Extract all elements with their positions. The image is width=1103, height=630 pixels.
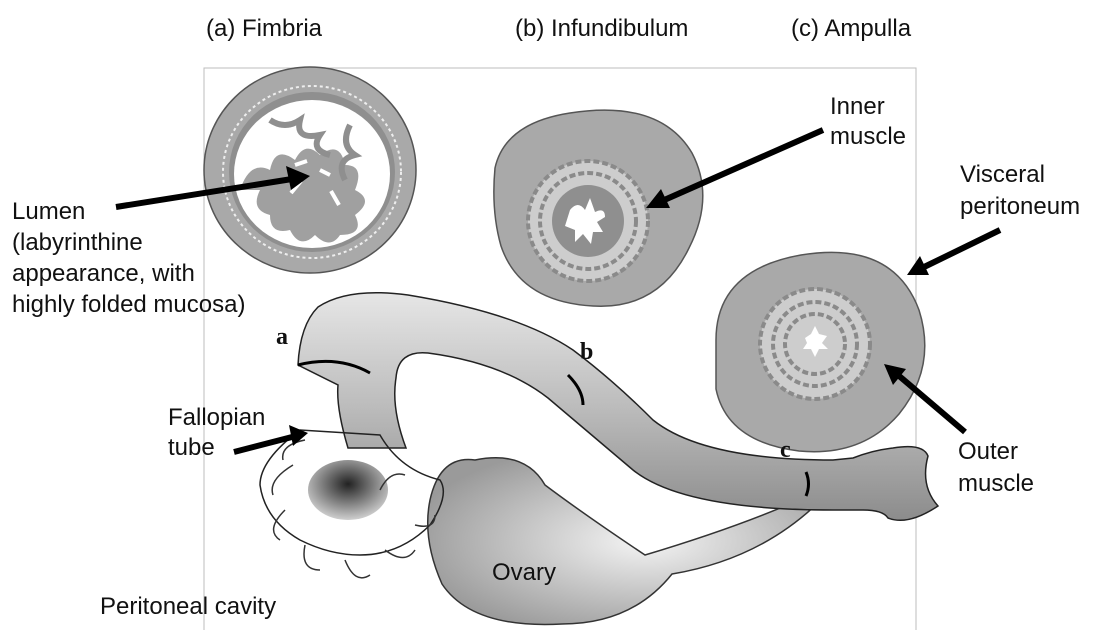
label-lumen-line-3: appearance, with	[12, 260, 245, 288]
label-inner-muscle-line-2: muscle	[830, 123, 906, 151]
letter-a: a	[276, 324, 288, 351]
letter-c: c	[780, 437, 791, 464]
label-ovary: Ovary	[492, 559, 556, 587]
heading-infundibulum: (b) Infundibulum	[515, 15, 688, 43]
label-inner-muscle: Inner muscle	[830, 93, 906, 151]
label-fallopian-tube: Fallopian tube	[168, 404, 265, 462]
label-visceral-peritoneum: Visceral peritoneum	[960, 161, 1080, 221]
label-outer-muscle-line-1: Outer	[958, 438, 1034, 466]
arrow-outer-muscle	[898, 375, 965, 432]
label-inner-muscle-line-1: Inner	[830, 93, 906, 121]
label-outer-muscle: Outer muscle	[958, 438, 1034, 498]
label-peritoneal-cavity: Peritoneal cavity	[100, 593, 276, 621]
label-visceral-peritoneum-line-2: peritoneum	[960, 193, 1080, 221]
arrowhead-fallopian-tube	[289, 425, 308, 446]
label-lumen: Lumen (labyrinthine appearance, with hig…	[12, 198, 245, 319]
ampulla-cross-section	[716, 252, 925, 451]
label-lumen-line-4: highly folded mucosa)	[12, 291, 245, 319]
label-fallopian-tube-line-1: Fallopian	[168, 404, 265, 432]
fimbriae	[260, 430, 443, 578]
infundibulum-cross-section	[494, 110, 703, 306]
heading-ampulla: (c) Ampulla	[791, 15, 911, 43]
label-fallopian-tube-line-2: tube	[168, 434, 265, 462]
label-outer-muscle-line-2: muscle	[958, 470, 1034, 498]
heading-fimbria: (a) Fimbria	[206, 15, 322, 43]
arrow-visceral-peritoneum	[922, 230, 1000, 268]
letter-b: b	[580, 339, 593, 366]
label-visceral-peritoneum-line-1: Visceral	[960, 161, 1080, 189]
label-lumen-line-1: Lumen	[12, 198, 245, 226]
label-lumen-line-2: (labyrinthine	[12, 229, 245, 257]
